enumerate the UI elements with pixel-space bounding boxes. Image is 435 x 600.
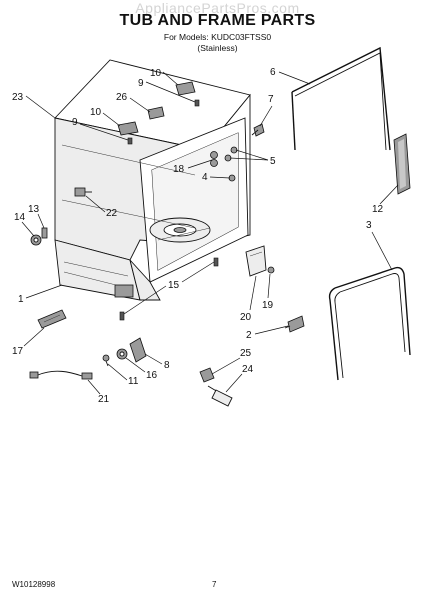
hinge-plate — [129, 337, 147, 363]
callout-24: 24 — [225, 364, 254, 393]
callout-3: 3 — [366, 220, 393, 271]
callout-10: 10 — [90, 107, 121, 127]
svg-text:26: 26 — [116, 92, 128, 103]
svg-text:22: 22 — [106, 208, 118, 219]
callout-23: 23 — [12, 92, 56, 119]
svg-text:14: 14 — [14, 212, 26, 223]
svg-text:7: 7 — [268, 94, 274, 105]
mounting-bracket — [245, 245, 275, 277]
svg-text:9: 9 — [138, 78, 144, 89]
door-gasket — [291, 46, 391, 151]
callout-7: 7 — [259, 94, 274, 127]
cable-clamp — [199, 367, 233, 407]
callout-10: 10 — [150, 68, 179, 86]
svg-text:6: 6 — [270, 67, 276, 78]
svg-text:12: 12 — [372, 204, 384, 215]
svg-text:20: 20 — [240, 312, 252, 323]
callout-2: 2 — [246, 325, 289, 341]
svg-text:23: 23 — [12, 92, 24, 103]
leveling-leg — [30, 227, 48, 246]
svg-text:3: 3 — [366, 220, 372, 231]
door-spring — [37, 309, 67, 329]
callout-18: 18 — [173, 159, 213, 175]
watermark: AppliancePartsPros.com — [135, 0, 300, 16]
callout-9: 9 — [138, 78, 196, 103]
svg-text:11: 11 — [128, 376, 139, 387]
callout-20: 20 — [240, 275, 257, 323]
svg-text:1: 1 — [18, 294, 24, 305]
callout-14: 14 — [14, 212, 35, 237]
svg-text:16: 16 — [146, 370, 158, 381]
doc-number: W10128998 — [12, 580, 56, 589]
svg-text:2: 2 — [246, 330, 252, 341]
svg-text:4: 4 — [202, 172, 208, 183]
callout-9: 9 — [72, 117, 129, 141]
svg-text:10: 10 — [150, 68, 162, 79]
hinge-bracket — [117, 81, 200, 145]
page-number: 7 — [212, 580, 217, 589]
callout-16: 16 — [125, 357, 158, 381]
clip — [284, 315, 305, 333]
screw — [251, 123, 265, 137]
callout-22: 22 — [85, 195, 118, 219]
side-trim-strip — [393, 133, 411, 195]
callout-19: 19 — [262, 273, 274, 311]
svg-text:25: 25 — [240, 348, 252, 359]
callout-1: 1 — [18, 284, 63, 305]
screw — [102, 354, 110, 367]
wire-harness — [29, 370, 93, 380]
svg-text:15: 15 — [168, 280, 180, 291]
callout-21: 21 — [87, 379, 110, 405]
svg-text:8: 8 — [164, 360, 170, 371]
callout-26: 26 — [116, 92, 151, 113]
svg-text:24: 24 — [242, 364, 254, 375]
svg-text:13: 13 — [28, 204, 40, 215]
tub-assembly — [54, 59, 251, 301]
callout-11: 11 — [107, 363, 139, 387]
callout-12: 12 — [372, 184, 399, 215]
callout-15: 15 — [123, 261, 215, 315]
fastener — [210, 146, 238, 182]
svg-text:18: 18 — [173, 164, 185, 175]
callout-17: 17 — [12, 327, 45, 357]
finish-line: (Stainless) — [197, 43, 238, 53]
pivot — [116, 348, 128, 360]
callout-4: 4 — [202, 172, 231, 183]
svg-text:9: 9 — [72, 117, 78, 128]
diagram-title: TUB AND FRAME PARTS — [119, 12, 316, 29]
svg-text:5: 5 — [270, 156, 276, 167]
svg-text:10: 10 — [90, 107, 102, 118]
door-seal — [328, 266, 411, 381]
callout-25: 25 — [211, 348, 252, 375]
bolt — [74, 187, 92, 197]
svg-text:19: 19 — [262, 300, 274, 311]
svg-text:17: 17 — [12, 346, 24, 357]
callout-8: 8 — [144, 353, 170, 371]
callout-5: 5 — [229, 149, 276, 167]
svg-text:21: 21 — [98, 394, 110, 405]
callout-13: 13 — [28, 204, 45, 229]
callout-6: 6 — [270, 67, 311, 85]
models-line: For Models: KUDC03FTSS0 — [163, 32, 272, 42]
